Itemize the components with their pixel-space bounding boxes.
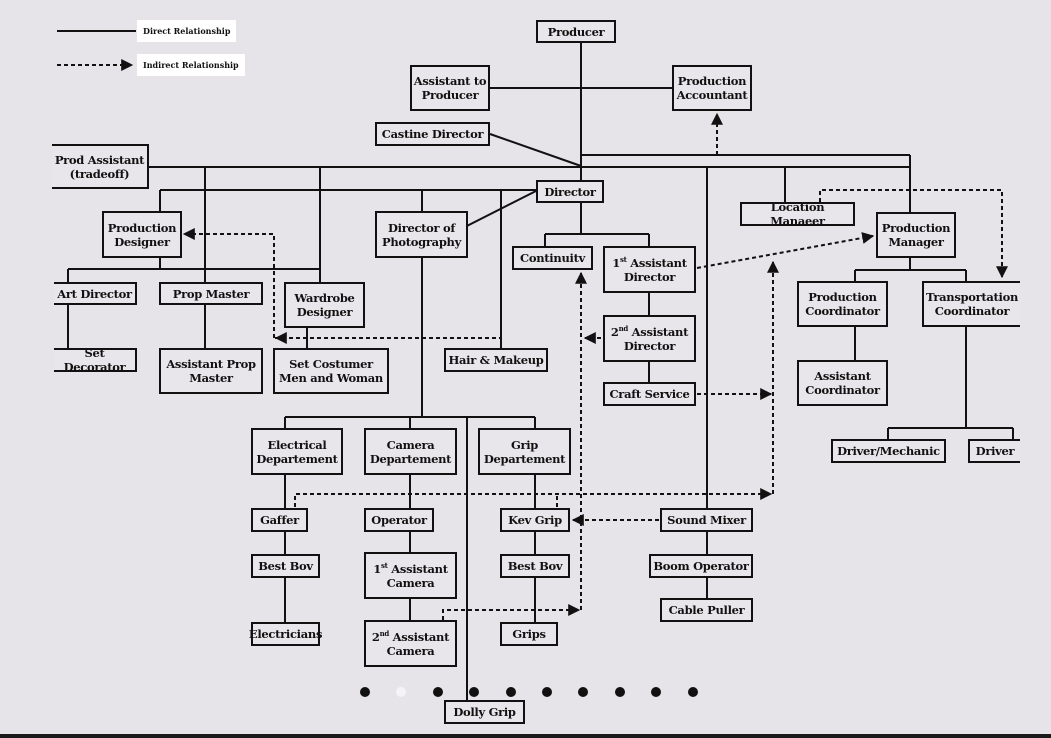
bottom-bar — [0, 734, 1051, 738]
node-craft-service[interactable]: Craft Service — [603, 382, 696, 406]
node-production-designer[interactable]: Production Designer — [102, 211, 182, 258]
node-wardrobe-designer[interactable]: Wardrobe Designer — [284, 282, 365, 328]
node-cable-puller[interactable]: Cable Puller — [660, 598, 753, 622]
node-electricians[interactable]: Electricians — [249, 622, 322, 646]
node-electrical-department[interactable]: Electrical Departement — [251, 428, 343, 475]
node-driver[interactable]: Driver — [968, 439, 1020, 463]
node-production-accountant[interactable]: Production Accountant — [672, 65, 752, 111]
legend-direct-label: Direct Relationship — [137, 20, 237, 42]
node-production-manager[interactable]: Production Manager — [876, 212, 956, 258]
direct-lines — [57, 30, 1014, 702]
node-art-director[interactable]: Art Director — [54, 282, 137, 305]
node-best-boy-electric[interactable]: Best Bov — [251, 554, 320, 578]
node-gaffer[interactable]: Gaffer — [251, 508, 308, 532]
node-set-decorator[interactable]: Set Decorator — [54, 346, 137, 374]
node-key-grip[interactable]: Kev Grip — [500, 508, 570, 532]
node-assistant-prop-master[interactable]: Assistant Prop Master — [159, 348, 263, 394]
legend-indirect-label: Indirect Relationship — [137, 54, 245, 76]
pagination-dot[interactable] — [396, 687, 407, 697]
node-set-costumer[interactable]: Set Costumer Men and Woman — [273, 348, 389, 394]
node-best-boy-grip[interactable]: Best Bov — [500, 554, 570, 578]
node-director[interactable]: Director — [536, 180, 604, 203]
node-continuity[interactable]: Continuitv — [512, 246, 593, 270]
pagination-dot[interactable] — [687, 687, 698, 697]
pagination-dot[interactable] — [469, 687, 480, 697]
node-production-coordinator[interactable]: Production Coordinator — [797, 281, 888, 327]
node-operator[interactable]: Operator — [364, 508, 434, 532]
node-grips[interactable]: Grips — [500, 622, 558, 646]
node-sound-mixer[interactable]: Sound Mixer — [660, 508, 753, 532]
node-assistant-coordinator[interactable]: Assistant Coordinator — [797, 360, 888, 406]
node-location-manager[interactable]: Location Manaeer — [740, 200, 855, 228]
node-casting-director[interactable]: Castine Director — [375, 122, 490, 146]
node-assistant-to-producer[interactable]: Assistant to Producer — [410, 65, 490, 111]
node-prop-master[interactable]: Prop Master — [159, 282, 263, 305]
pagination-dot[interactable] — [432, 687, 443, 697]
pagination-dot[interactable] — [360, 687, 370, 697]
node-camera-department[interactable]: Camera Departement — [364, 428, 457, 475]
node-grip-department[interactable]: Grip Departement — [478, 428, 571, 475]
node-transportation-coordinator[interactable]: Transportation Coordinator — [922, 281, 1020, 327]
node-director-of-photography[interactable]: Director of Photography — [375, 211, 468, 258]
node-dolly-grip[interactable]: Dolly Grip — [444, 700, 525, 724]
node-driver-mechanic[interactable]: Driver/Mechanic — [831, 439, 946, 463]
node-prod-assistant[interactable]: Prod Assistant (tradeoff) — [52, 144, 149, 189]
pagination-dot[interactable] — [505, 687, 516, 697]
pagination-dot[interactable] — [542, 687, 552, 697]
pagination-dot[interactable] — [614, 687, 625, 697]
indirect-lines — [57, 59, 1008, 620]
node-producer[interactable]: Producer — [536, 20, 616, 43]
pagination-dot[interactable] — [578, 687, 589, 697]
node-hair-makeup[interactable]: Hair & Makeup — [444, 348, 548, 372]
node-boom-operator[interactable]: Boom Operator — [649, 554, 753, 578]
pagination-dot[interactable] — [651, 687, 662, 697]
